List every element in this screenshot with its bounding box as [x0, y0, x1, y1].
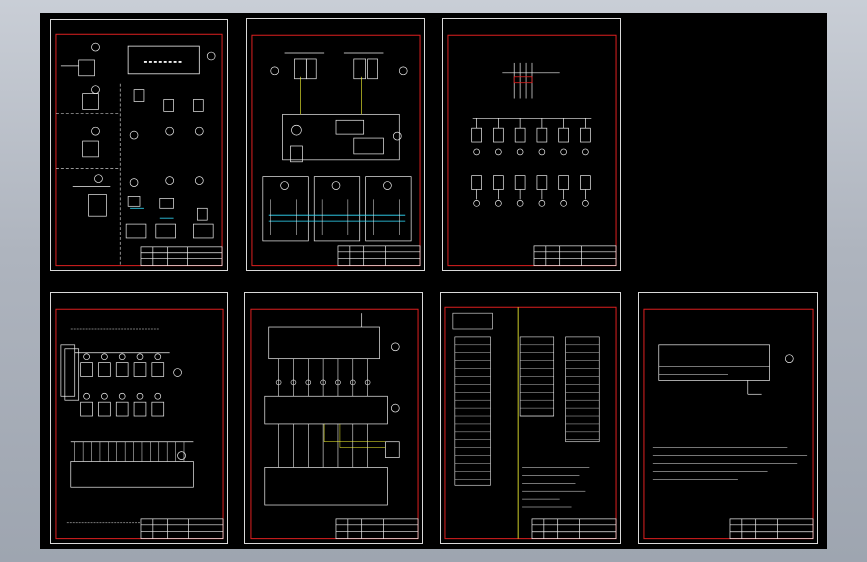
drawing-sheet-2[interactable] [246, 18, 425, 271]
sheet-6-drawing [444, 306, 617, 540]
sheet-7-drawing [643, 308, 814, 540]
title-block [533, 245, 617, 266]
drawing-sheet-7[interactable] [638, 292, 818, 544]
title-block [337, 245, 421, 266]
title-block [140, 518, 224, 539]
title-block [140, 246, 223, 266]
drawing-sheet-5[interactable] [244, 292, 423, 544]
title-block [335, 518, 419, 539]
sheet-2-drawing [251, 34, 421, 267]
drawing-sheet-4[interactable] [50, 292, 228, 544]
drawing-sheet-3[interactable] [442, 18, 621, 271]
sheet-1-drawing [55, 33, 223, 267]
sheet-5-drawing [250, 308, 419, 540]
sheet-3-drawing [447, 34, 617, 267]
title-block [531, 518, 617, 539]
drawing-sheet-6[interactable] [440, 292, 621, 544]
title-block [729, 518, 814, 539]
cad-model-space[interactable] [40, 13, 827, 549]
sheet-4-drawing [55, 308, 224, 540]
drawing-sheet-1[interactable] [50, 19, 228, 271]
